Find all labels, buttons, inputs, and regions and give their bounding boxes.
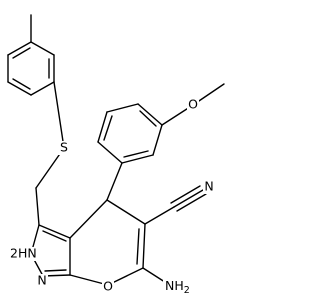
bond-tol-inner-2 <box>12 78 31 90</box>
bonds <box>7 14 225 286</box>
bond-ring-s <box>53 81 65 149</box>
label-bg-nitrile-n <box>203 180 215 194</box>
amino-subscript: 2 <box>184 285 190 296</box>
atom-label-pyrazole-nh: 2HN <box>10 246 37 261</box>
atom-label-methoxy-oxygen: O <box>188 97 198 112</box>
bond-o-c7a <box>69 274 109 286</box>
chemical-structure-diagram: O S N 2HN N O NH2 <box>7 14 225 296</box>
label-bg-amino <box>163 278 193 294</box>
label-bg-methoxy-o <box>187 98 199 112</box>
bond-cn-triple-3 <box>176 193 207 212</box>
atom-label-nitrile-nitrogen: N <box>204 179 213 194</box>
bond-c5-cn <box>144 206 175 225</box>
bond-tol-4 <box>30 81 55 96</box>
bond-ch2-c3 <box>35 187 40 226</box>
bond-c3-c3a <box>38 224 71 239</box>
bond-cn-triple-1 <box>173 189 204 208</box>
bond-mp-1 <box>97 141 123 164</box>
bond-cn-triple-2 <box>170 185 201 204</box>
bond-mp-3 <box>106 103 139 113</box>
atom-labels: O S N 2HN N O NH2 <box>8 97 215 296</box>
bond-tol-6 <box>30 41 55 56</box>
bond-mp-inner-2 <box>139 110 157 127</box>
bond-mp-5 <box>152 124 163 156</box>
bond-mp-2 <box>97 111 108 143</box>
bond-c4-aryl <box>106 162 123 201</box>
bond-mp-inner-1 <box>103 115 113 141</box>
bond-c5-c6 <box>142 223 146 269</box>
bond-c5-c6-inner <box>136 228 140 265</box>
atom-label-amino: NH2 <box>165 278 190 296</box>
bond-c4-c5 <box>106 199 146 225</box>
bond-mp-6 <box>121 154 154 164</box>
atom-label-sulfur: S <box>60 140 68 155</box>
amino-nh: NH <box>165 278 184 293</box>
bond-n1-c7a-inner <box>44 269 67 272</box>
label-bg-pyrazole-n <box>36 274 48 288</box>
bond-c3-c3a-inner <box>42 230 67 242</box>
bond-tol-1 <box>7 41 32 56</box>
label-bg-sulfur <box>58 141 70 155</box>
atom-label-ring-oxygen: O <box>103 279 113 294</box>
bond-mp-inner-3 <box>123 150 149 158</box>
label-bg-pyrazole-nh <box>8 247 38 261</box>
bond-tol-3 <box>7 81 32 96</box>
atom-label-pyrazole-n: N <box>37 273 46 288</box>
bond-tol-inner-1 <box>12 47 31 59</box>
bond-c3a-c4 <box>69 199 108 239</box>
label-bg-ring-o <box>102 280 114 294</box>
bond-mp-4 <box>137 103 163 126</box>
